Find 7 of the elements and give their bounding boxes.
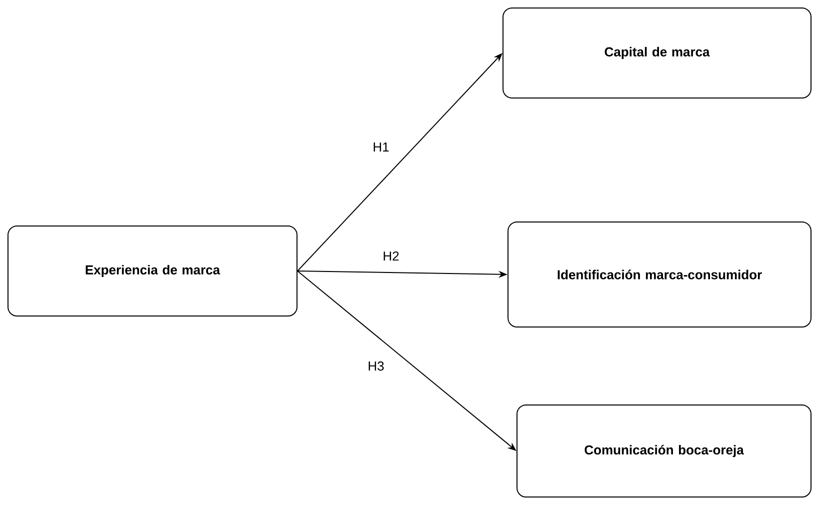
process-box: Experiencia de marca xyxy=(8,226,298,316)
edge-label: H3 xyxy=(366,360,386,372)
process-box: Capital de marca xyxy=(502,8,812,98)
edge-label: H1 xyxy=(372,142,390,152)
process-box: Comunicación boca-oreja xyxy=(516,404,812,498)
process-box: Identificación marca-consumidor xyxy=(508,222,812,328)
edge-label: H2 xyxy=(382,250,400,262)
